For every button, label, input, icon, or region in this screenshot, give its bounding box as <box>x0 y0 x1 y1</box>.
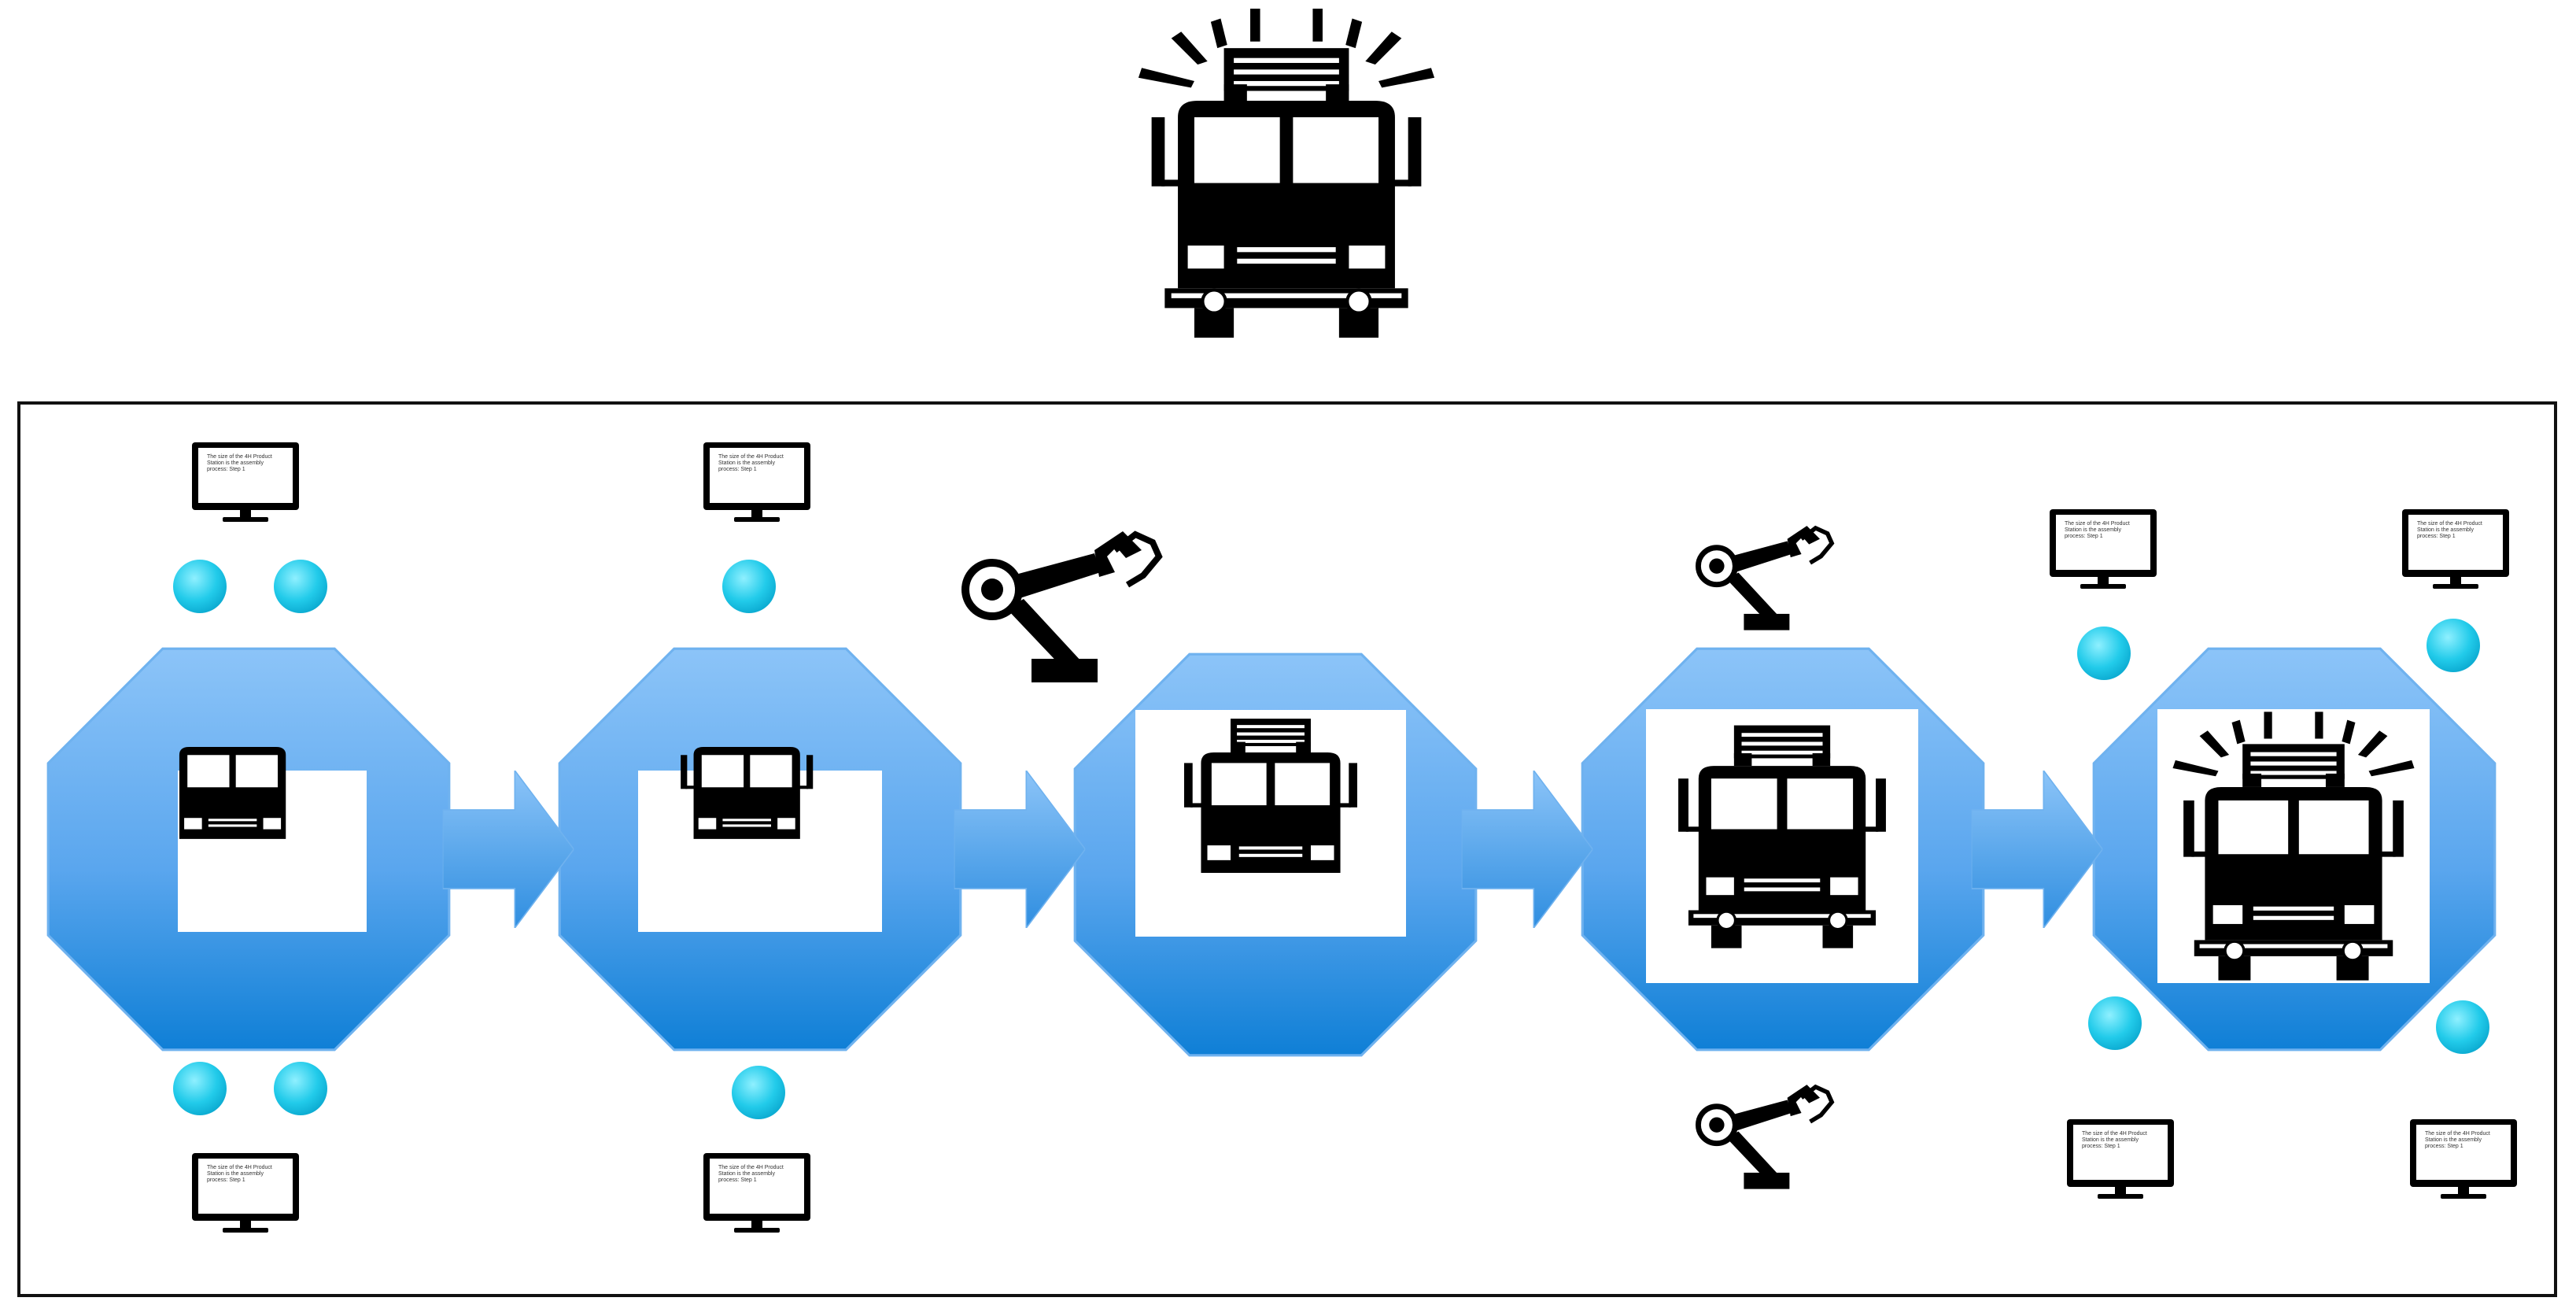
sensor-icon <box>730 1064 787 1121</box>
sensor-icon <box>272 1060 329 1117</box>
assembly-line-frame: The size of the 4H Product Station is th… <box>17 401 2557 1297</box>
sensor-icon <box>2076 625 2132 682</box>
assembly-station-3 <box>1071 650 1480 1059</box>
sensor-icon <box>172 1060 228 1117</box>
sensor-icon <box>172 558 228 615</box>
monitor-icon: The size of the 4H Product Station is th… <box>701 440 813 527</box>
sensor-icon <box>2087 995 2143 1052</box>
robot-arm-icon <box>1695 523 1836 631</box>
monitor-icon: The size of the 4H Product Station is th… <box>701 1151 813 1237</box>
flow-arrow-2 <box>953 771 1087 928</box>
truck-stage-5-icon <box>2157 709 2430 983</box>
flow-arrow-4 <box>1970 771 2104 928</box>
monitor-icon: The size of the 4H Product Station is th… <box>190 1151 301 1237</box>
truck-stage-1-icon <box>178 771 367 932</box>
robot-arm-icon <box>961 527 1165 684</box>
truck-stage-4-icon <box>1646 709 1918 983</box>
assembly-station-1 <box>44 645 453 1054</box>
truck-stage-3-icon <box>1135 710 1406 937</box>
monitor-icon: The size of the 4H Product Station is th… <box>2400 507 2511 593</box>
sensor-icon <box>721 558 777 615</box>
robot-arm-icon <box>1695 1081 1836 1190</box>
truck-stage-2-icon <box>638 771 882 932</box>
monitor-icon: The size of the 4H Product Station is th… <box>2408 1117 2519 1203</box>
hero-fire-truck-icon <box>1122 0 1451 346</box>
monitor-icon: The size of the 4H Product Station is th… <box>2047 507 2159 593</box>
flow-arrow-3 <box>1460 771 1594 928</box>
sensor-icon <box>272 558 329 615</box>
monitor-icon: The size of the 4H Product Station is th… <box>190 440 301 527</box>
monitor-icon: The size of the 4H Product Station is th… <box>2065 1117 2176 1203</box>
flow-arrow-1 <box>441 771 575 928</box>
assembly-station-2 <box>555 645 965 1054</box>
sensor-icon <box>2434 999 2491 1055</box>
assembly-station-5 <box>2090 645 2499 1054</box>
sensor-icon <box>2425 617 2482 674</box>
assembly-station-4 <box>1578 645 1987 1054</box>
